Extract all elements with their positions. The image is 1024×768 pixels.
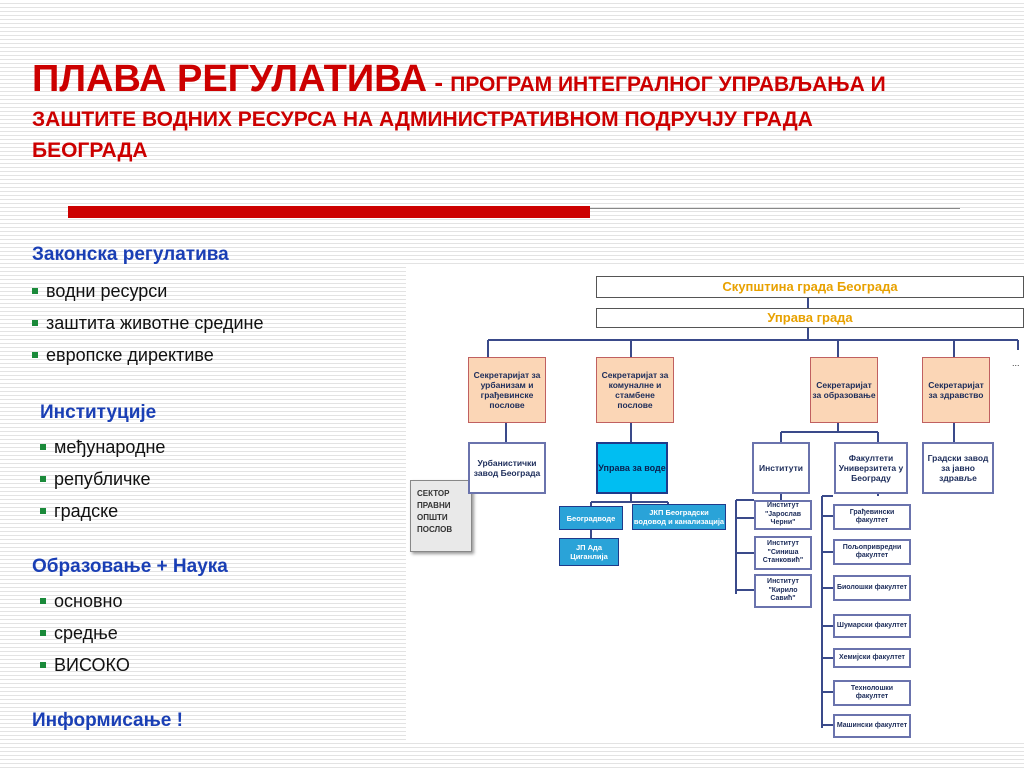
org-faculties-group: Факултети Универзитета у Београду <box>834 442 908 494</box>
education-heading: Образовање + Наука <box>32 556 228 577</box>
title-separator: - <box>427 67 451 97</box>
list-item-label: водни ресурси <box>46 281 168 301</box>
bullet-icon <box>32 287 38 294</box>
list-item: међународне <box>40 431 165 463</box>
list-item-label: европске директиве <box>46 345 214 365</box>
sector-line: СЕКТОР <box>417 489 450 498</box>
legal-heading: Законска регулатива <box>32 244 229 265</box>
org-faculty-item: Пољопривредни факултет <box>833 539 911 565</box>
title-underline-gray <box>590 208 960 209</box>
slide-title: ПЛАВА РЕГУЛАТИВА - ПРОГРАМ ИНТЕГРАЛНОГ У… <box>32 60 982 166</box>
org-city-administration: Управа града <box>596 308 1024 328</box>
org-faculty-item: Технолошки факултет <box>833 680 911 706</box>
title-subtitle-line3: БЕОГРАДА <box>32 139 148 162</box>
org-water-directorate: Управа за воде <box>596 442 668 494</box>
org-assembly: Скупштина града Београда <box>596 276 1024 298</box>
informing-heading: Информисање ! <box>32 710 183 731</box>
org-continuation: ... <box>1012 358 1020 368</box>
org-institute-item: Институт "Јарослав Черни" <box>754 500 812 530</box>
title-subtitle-line2: ЗАШТИТЕ ВОДНИХ РЕСУРСА НА АДМИНИСТРАТИВН… <box>32 108 813 131</box>
org-beogradvode: Београдводе <box>559 506 623 530</box>
org-faculty-item: Шумарски факултет <box>833 614 911 638</box>
org-sector-box: СЕКТОР ПРАВНИ ОПШТИ ПОСЛОВ <box>410 480 472 552</box>
sector-line: ПРАВНИ <box>417 501 451 510</box>
list-item-label: заштита животне средине <box>46 313 264 333</box>
org-secretariat-urbanism: Секретаријат за урбанизам и грађевинске … <box>468 357 546 423</box>
org-secretariat-education: Секретаријат за образовање <box>810 357 878 423</box>
org-secretariat-communal: Секретаријат за комуналне и стамбене пос… <box>596 357 674 423</box>
title-main: ПЛАВА РЕГУЛАТИВА <box>32 58 428 100</box>
list-item-label: републичке <box>54 469 151 489</box>
list-item: ВИСОКО <box>40 649 130 681</box>
list-item: водни ресурси <box>32 275 263 307</box>
sector-line: ПОСЛОВ <box>417 525 453 534</box>
org-public-health-institute: Градски завод за јавно здравље <box>922 442 994 494</box>
org-secretariat-health: Секретаријат за здравство <box>922 357 990 423</box>
org-institutes-group: Институти <box>752 442 810 494</box>
org-institute-item: Институт "Кирило Савић" <box>754 574 812 608</box>
education-list: основно средње ВИСОКО <box>40 585 130 681</box>
title-subtitle-line1: ПРОГРАМ ИНТЕГРАЛНОГ УПРАВЉАЊА И <box>450 73 886 96</box>
bullet-icon <box>32 351 38 358</box>
list-item: заштита животне средине <box>32 307 263 339</box>
institutions-list: међународне републичке градске <box>40 431 165 527</box>
bullet-icon <box>40 443 46 450</box>
org-jkp-water-sewage: ЈКП Београдски водовод и канализација <box>632 504 726 530</box>
org-faculty-item: Биолошки факултет <box>833 575 911 601</box>
list-item: средње <box>40 617 130 649</box>
legal-list: водни ресурси заштита животне средине ев… <box>32 275 263 371</box>
bullet-icon <box>40 597 46 604</box>
bullet-icon <box>40 475 46 482</box>
bullet-icon <box>40 661 46 668</box>
org-faculty-item: Грађевински факултет <box>833 504 911 530</box>
list-item-label: основно <box>54 591 123 611</box>
bullet-icon <box>40 507 46 514</box>
institutions-heading: Институције <box>40 402 157 423</box>
org-chart-connectors <box>487 298 1019 728</box>
list-item: републичке <box>40 463 165 495</box>
bullet-icon <box>32 319 38 326</box>
org-jp-ada: ЈП Ада Циганлија <box>559 538 619 566</box>
org-faculty-item: Хемијски факултет <box>833 648 911 668</box>
list-item: градске <box>40 495 165 527</box>
org-chart: Скупштина града Београда Управа града ..… <box>406 264 1024 740</box>
list-item-label: градске <box>54 501 119 521</box>
list-item-label: ВИСОКО <box>54 655 130 675</box>
list-item-label: међународне <box>54 437 166 457</box>
list-item: европске директиве <box>32 339 263 371</box>
list-item-label: средње <box>54 623 118 643</box>
org-faculty-item: Машински факултет <box>833 714 911 738</box>
sector-line: ОПШТИ <box>417 513 448 522</box>
title-underline-red <box>68 206 590 218</box>
org-urban-institute: Урбанистички завод Београда <box>468 442 546 494</box>
org-institute-item: Институт "Синиша Станковић" <box>754 536 812 570</box>
bullet-icon <box>40 629 46 636</box>
list-item: основно <box>40 585 130 617</box>
